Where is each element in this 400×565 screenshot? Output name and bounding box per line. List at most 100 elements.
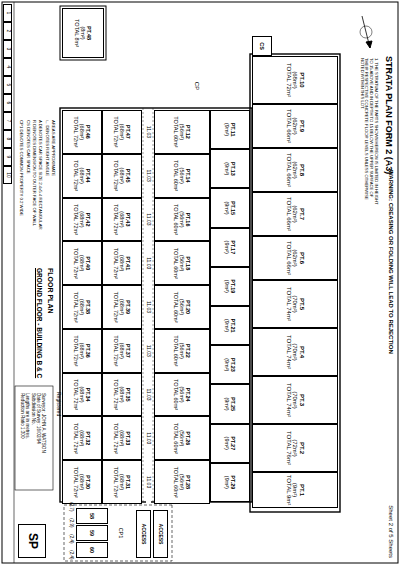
lot-box: 59 (76, 525, 108, 541)
lot-box: PT.38(68m²)TOTAL 72m² (62, 285, 102, 329)
lot-area: TOTAL 60m² (173, 248, 179, 279)
lot-box: PT.21(9m²) (210, 306, 250, 345)
lot-area: TOTAL 72m² (285, 63, 292, 97)
lot-area: TOTAL 60m² (173, 423, 179, 454)
lot-area: (62m²) (292, 205, 299, 223)
lot-area: (68m²) (119, 430, 125, 446)
lot-number: PT.16 (185, 212, 191, 226)
dimension: (2.9) (69, 515, 74, 531)
lot-box: PT.11(9m²) (210, 110, 250, 149)
lot-area: (62m²) (292, 117, 299, 135)
lot-box: PT.23(9m²) (210, 345, 250, 384)
lot-number: PT.14 (185, 169, 191, 183)
lot-box: PT.18(56m²)TOTAL 60m² (154, 241, 210, 285)
lot-area: (68m²) (79, 474, 85, 490)
lot-box: PT.28(56m²)TOTAL 60m² (154, 460, 210, 504)
lot-area: (68m²) (119, 124, 125, 140)
lot-area: (68m²) (79, 255, 85, 271)
lot-number: PT.15 (230, 201, 236, 215)
lot-area: (68m²) (119, 299, 125, 315)
lot-number: 59 (89, 530, 95, 536)
lot-area: (9m²) (224, 241, 230, 254)
lot-box: PT.4(70m²)TOTAL 74m² (252, 328, 338, 376)
lot-area: (56m²) (179, 168, 185, 184)
lot-box: PT.9(62m²)TOTAL 66m² (252, 104, 338, 148)
lot-area: (56m²) (179, 255, 185, 271)
lot-area: TOTAL 72m² (113, 204, 119, 235)
lot-area: (9m²) (224, 358, 230, 371)
lot-area: Lengths are in metres. (25, 393, 30, 439)
lot-number: PT.11 (230, 123, 236, 137)
lot-number: PT.45 (125, 169, 131, 183)
lot-area: (56m²) (179, 299, 185, 315)
lot-area: (68m²) (79, 168, 85, 184)
lot-area: Subdivision No. (30, 393, 35, 425)
lot-area: TOTAL 8m² (74, 19, 80, 47)
lot-number: PT.29 (230, 475, 236, 489)
lot-area: TOTAL 60m² (173, 160, 179, 191)
lot-number: PT.19 (230, 279, 236, 293)
lot-area: Reduction Ratio 1:300 (20, 393, 25, 438)
lot-area: TOTAL 60m² (173, 379, 179, 410)
note-text: CP1 (118, 515, 124, 551)
lot-area: TOTAL 72m² (73, 204, 79, 235)
lot-box: PT.14(56m²)TOTAL 60m² (154, 154, 210, 198)
dimension: 11.03 (146, 285, 152, 329)
lot-area: TOTAL 72m² (73, 379, 79, 410)
lot-area: (70m²) (292, 343, 299, 361)
lot-number: PT.23 (230, 358, 236, 372)
lot-area: (70m²) (292, 391, 299, 409)
dimension: 11.03 (146, 198, 152, 242)
lot-number: PT.6 (298, 252, 305, 264)
lot-number: PT.7 (298, 208, 305, 220)
table-cell: 6 (3, 94, 12, 112)
lot-area: TOTAL 60m² (173, 291, 179, 322)
note-text: 1. THE STRATUM OF THE PARTS SHOWN HEREON… (359, 58, 378, 208)
lot-area: (9m²) (224, 319, 230, 332)
lot-area: (56m²) (179, 211, 185, 227)
dimension: 11.03 (146, 110, 152, 154)
lot-number: PT.28 (185, 475, 191, 489)
table-cell: 2 (3, 22, 12, 40)
lot-box: PT.45(68m²)TOTAL 72m² (102, 154, 142, 198)
note-text: R DENOTES DIMENSION TO OUTER FACE OF WAL… (31, 120, 36, 260)
lot-number: PT.31 (125, 475, 131, 489)
lot-box: PT.27(9m²) (210, 424, 250, 463)
lot-number: PT.32 (85, 431, 91, 445)
lot-box: CS (252, 36, 272, 56)
surveyor-box: Surveyor: JOHN A. WATSONDate of Survey: … (16, 390, 50, 486)
lot-number: PT.5 (298, 298, 305, 310)
lot-area: (8m²) (80, 26, 86, 39)
lot-area: (68m²) (79, 386, 85, 402)
note-text: A DENOTES CAR SPACE SIZE 2.4x5.4 RECTANG… (37, 120, 42, 260)
dimension: 11.03 (146, 460, 152, 504)
lot-area: TOTAL 72m² (113, 335, 119, 366)
lot-number: PT.20 (185, 300, 191, 314)
note-text: CS DENOTES CAR SPACE (25, 120, 30, 260)
lot-area: (68m²) (119, 168, 125, 184)
lot-number: PT.30 (85, 475, 91, 489)
lot-box: PT.35(68m²)TOTAL 72m² (102, 373, 142, 417)
table-cell: 8 (3, 130, 12, 148)
lot-box: PT.3(70m²)TOTAL 74m² (252, 376, 338, 424)
lot-number: PT.39 (125, 300, 131, 314)
note-text: GROUND FLOOR - BUILDING B & C (36, 268, 43, 384)
lot-number: PT.13 (230, 162, 236, 176)
lot-area: (9m²) (224, 201, 230, 214)
table-cell: 5 (3, 76, 12, 94)
lot-box: PT.47(68m²)TOTAL 72m² (102, 110, 142, 154)
lot-box: PT.12(56m²)TOTAL 60m² (154, 110, 210, 154)
lot-box: PT.48(8m²)TOTAL 8m² (62, 8, 104, 58)
note-text: AREAS ARE APPROXIMATE (50, 120, 55, 260)
lot-area: TOTAL 72m² (73, 423, 79, 454)
lot-area: (9m²) (224, 476, 230, 489)
lot-box: PT.1(9m²)TOTAL 9m² (252, 472, 338, 508)
lot-area: TOTAL 72m² (113, 467, 119, 498)
lot-area: (68m²) (119, 474, 125, 490)
lot-number: PT.12 (185, 125, 191, 139)
lot-number: PT.33 (125, 431, 131, 445)
dimension: (2.4) (69, 547, 74, 563)
lot-area: TOTAL 72m² (113, 116, 119, 147)
lot-number: CS (259, 42, 265, 50)
lot-box: PT.34(68m²)TOTAL 72m² (62, 373, 102, 417)
